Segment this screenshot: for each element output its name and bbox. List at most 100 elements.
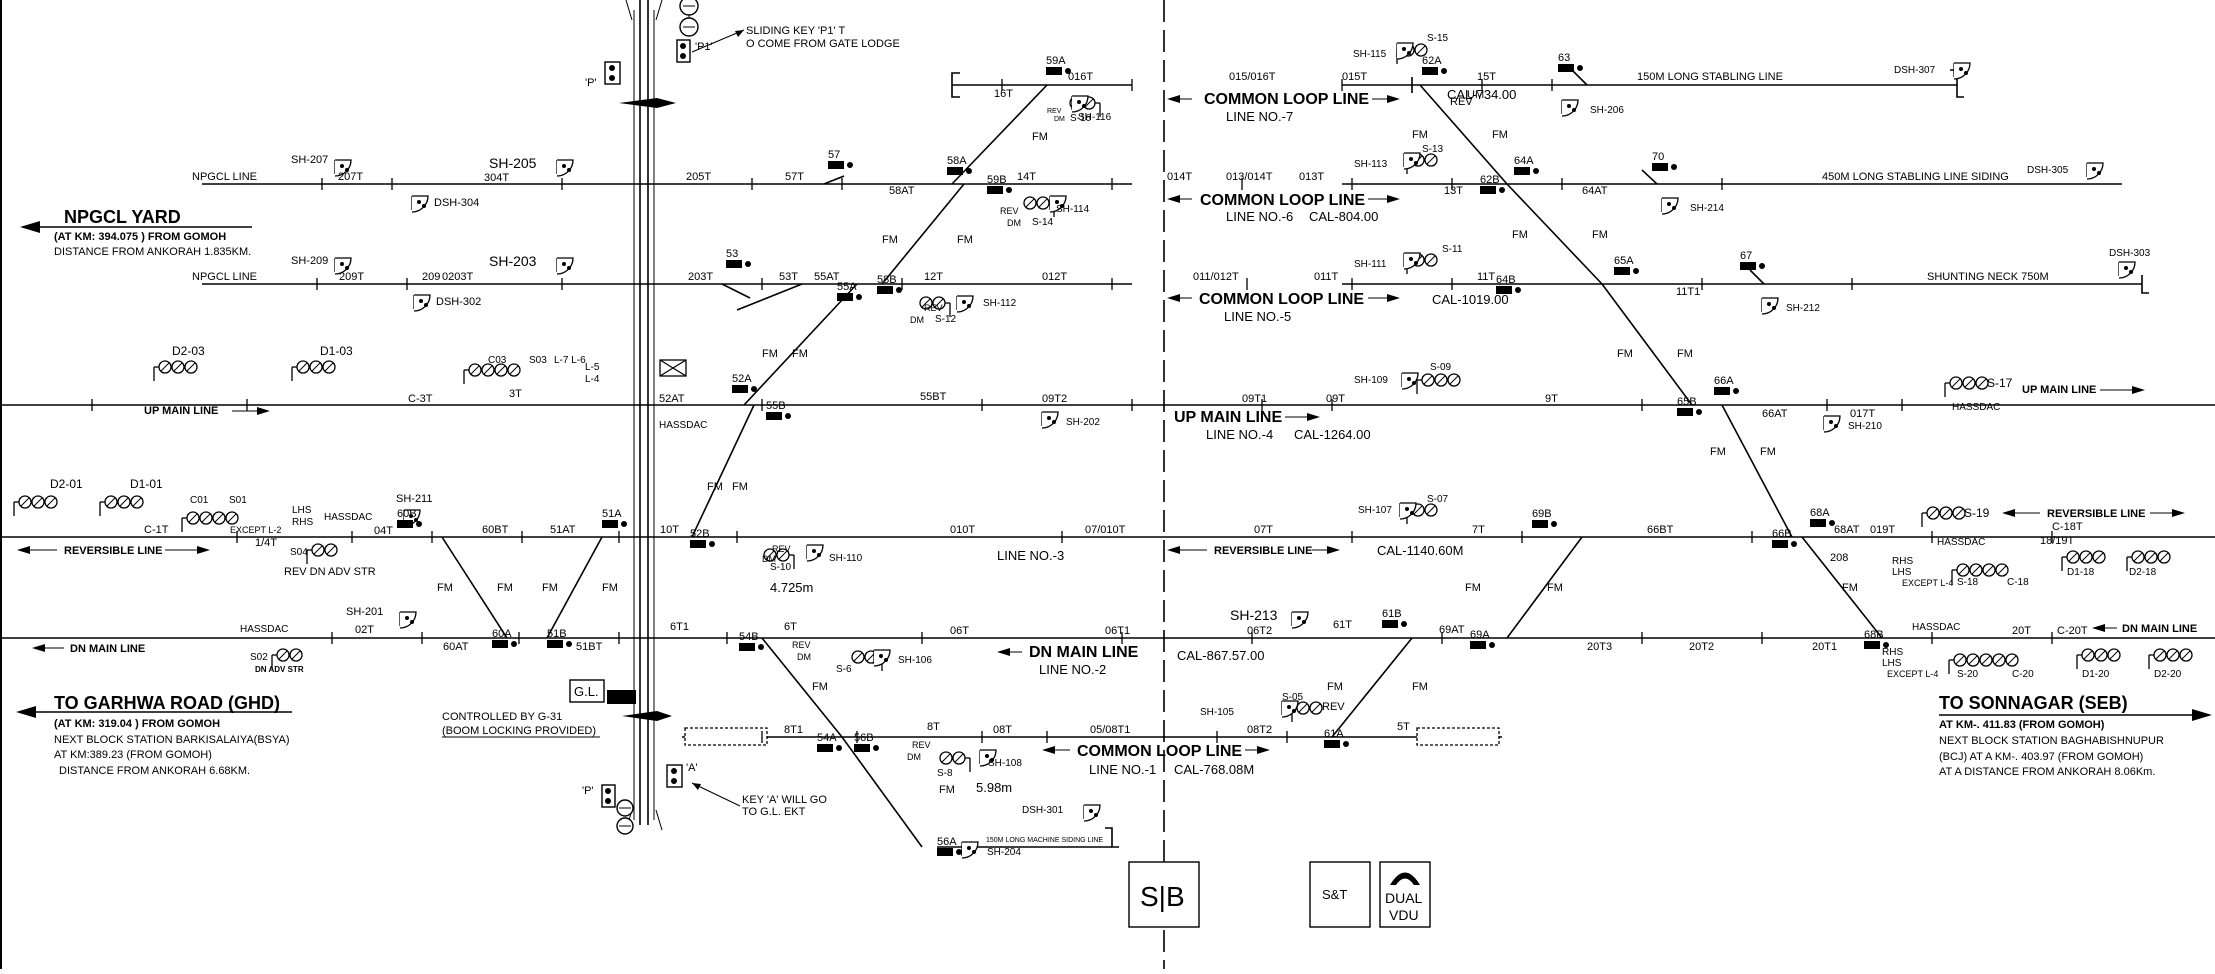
rev-8-label: REV [1322, 701, 1345, 713]
gl-label: G.L. [574, 684, 599, 699]
sh209-signal-icon [334, 257, 352, 275]
point-p56a [937, 848, 962, 856]
rhs-right-2: RHS [1882, 647, 1903, 658]
tc-t08: 08T [993, 724, 1012, 736]
point-p62b [1480, 186, 1505, 194]
sh116-signal: SH-116 [1078, 112, 1112, 123]
dm-6-label: DM [907, 752, 921, 762]
d2-20-icon [2148, 648, 2193, 669]
tc-t015: 015/016T [1229, 71, 1276, 83]
sh106-signal: SH-106 [898, 655, 932, 666]
tc-t64at: 64AT [1582, 185, 1608, 197]
point-p66a-label: 66A [1714, 375, 1734, 387]
loop3-title: REVERSIBLE LINE [1214, 545, 1312, 557]
fm-marker-1: FM [957, 234, 973, 246]
s04-label: S04 [290, 547, 308, 558]
c20-label: C-20 [2012, 669, 2034, 680]
dsh303-signal: DSH-303 [2109, 248, 2151, 259]
s10-signal-icon [763, 548, 795, 569]
point-p55a-label: 55A [837, 281, 857, 293]
tc-t8: 8T [927, 721, 940, 733]
d1-03-icon [291, 360, 336, 381]
garhwa-next: NEXT BLOCK STATION BARKISALAIYA(BSYA) [54, 734, 290, 746]
point-p65b-label: 65B [1677, 396, 1697, 408]
s13-label: S-13 [1422, 144, 1444, 155]
loop7-cal: CAL-734.00 [1447, 87, 1516, 102]
up-main-right-label: UP MAIN LINE [2022, 384, 2096, 396]
d2-01-label: D2-01 [50, 477, 83, 491]
point-p64b [1496, 286, 1521, 294]
tracks [2, 69, 2215, 848]
fm-marker-5: FM [707, 481, 723, 493]
dist-4725: 4.725m [770, 580, 813, 595]
tc-t3: 3T [509, 388, 522, 400]
sh105-signal: SH-105 [1200, 707, 1234, 718]
loop3-cal: CAL-1140.60M [1377, 543, 1463, 558]
tc-tc18: C-18T [2052, 521, 2083, 533]
point-p53 [726, 260, 751, 268]
tc-t10: 10T [660, 524, 679, 536]
tc-t205: 205T [686, 171, 711, 183]
st-label: S&T [1322, 887, 1347, 902]
d2-01-icon [13, 495, 58, 516]
tc-t5: 5T [1397, 721, 1410, 733]
sh207-signal: SH-207 [291, 154, 328, 166]
fm-marker-18: FM [1677, 348, 1693, 360]
tc-t51at: 51AT [550, 524, 576, 536]
tc-t203: 203T [688, 271, 713, 283]
s19-label: S-19 [1964, 506, 1990, 520]
a-label: 'A' [686, 762, 698, 774]
tc-t015b: 015T [1342, 71, 1367, 83]
loop1-cal: CAL-768.08M [1174, 762, 1254, 777]
sh214-signal-icon [1661, 197, 1679, 215]
lhs-right-1: LHS [1892, 567, 1912, 578]
sh113-signal-icon [1403, 152, 1421, 170]
point-p57 [828, 161, 853, 169]
dm-4-label: DM [762, 554, 776, 564]
um-label: UM [1467, 89, 1484, 101]
sh209-signal: SH-209 [291, 255, 328, 267]
tc-t9: 9T [1545, 393, 1558, 405]
stabling-450: 450M LONG STABLING LINE SIDING [1822, 171, 2009, 183]
tc-t20t3: 20T3 [1587, 641, 1612, 653]
sh210-signal-icon [1823, 415, 1841, 433]
point-p52a [732, 385, 757, 393]
sh112-signal-icon [956, 295, 974, 313]
point-p62a-label: 62A [1422, 55, 1442, 67]
sonnagar-title: TO SONNAGAR (SEB) [1939, 693, 2128, 713]
point-p51a-label: 51A [602, 508, 622, 520]
sh108-signal: SH-108 [988, 758, 1022, 769]
tc-t20t2: 20T2 [1689, 641, 1714, 653]
d1-01-label: D1-01 [130, 477, 163, 491]
point-p68a-label: 68A [1810, 507, 1830, 519]
sh211-signal: SH-211 [396, 493, 432, 505]
tc-t013: 013T [1299, 171, 1324, 183]
sh115-signal-icon [1396, 42, 1414, 60]
key-p1-note-1: SLIDING KEY 'P1' T [746, 25, 845, 37]
fm-marker-21: FM [1547, 582, 1563, 594]
s8-label: S-8 [937, 768, 953, 779]
loop4-sub: LINE NO.-4 [1206, 427, 1273, 442]
tc-t69at: 69AT [1439, 624, 1465, 636]
s07-label: S-07 [1427, 494, 1449, 505]
sh212-signal-icon [1761, 297, 1779, 315]
tc-t304: 304T [484, 172, 509, 184]
tc-t11: 11T [1477, 271, 1495, 283]
sh201-signal-icon [399, 611, 417, 629]
loop-line-5: COMMON LOOP LINE LINE NO.-5 CAL-1019.00 [1167, 291, 1509, 324]
garhwa-block: TO GARHWA ROAD (GHD) (AT KM: 319.04 ) FR… [16, 693, 292, 777]
fm-marker-0: FM [1032, 131, 1048, 143]
loop5-title: COMMON LOOP LINE [1199, 291, 1364, 308]
fm-marker-11: FM [812, 681, 828, 693]
tc-t208: 208 [1830, 552, 1848, 564]
rhs-right-1: RHS [1892, 556, 1913, 567]
dsh304-signal: DSH-304 [434, 197, 479, 209]
sonnagar-block: TO SONNAGAR (SEB) AT KM-. 411.83 (FROM G… [1939, 693, 2212, 778]
point-p56a-label: 56A [937, 836, 957, 848]
point-p62a [1422, 67, 1447, 75]
s20-signal-icon [1948, 653, 2019, 674]
except-l4-2: EXCEPT L-4 [1887, 669, 1938, 679]
s02-label: S02 [250, 652, 268, 663]
dsh307-signal: DSH-307 [1894, 65, 1936, 76]
